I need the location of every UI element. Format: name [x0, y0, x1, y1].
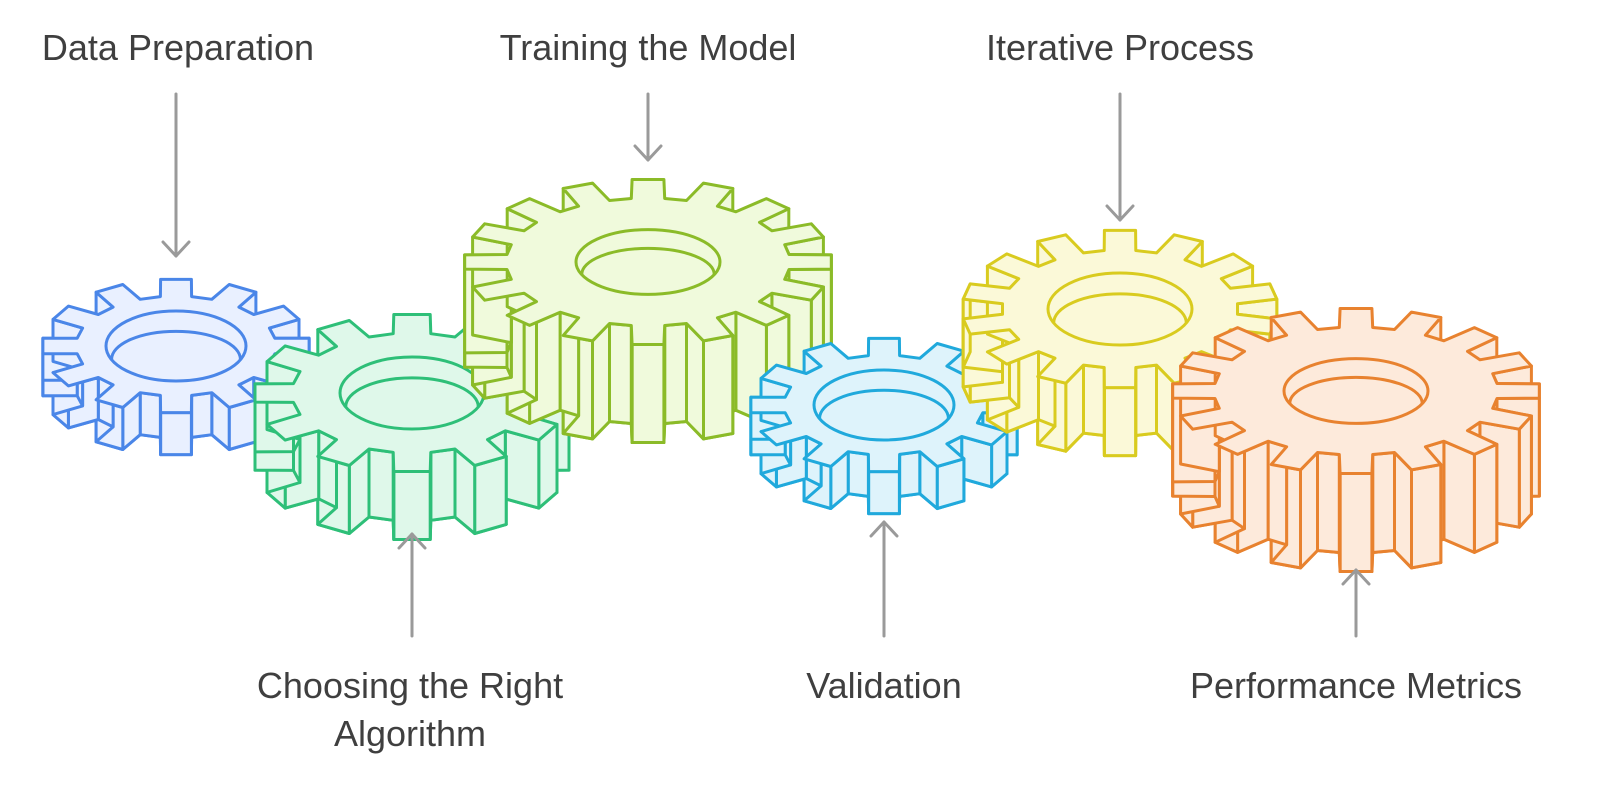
gear-side-wall: [1517, 414, 1533, 529]
gear-side-wall: [1134, 363, 1158, 437]
arrow-performance-metrics: [1341, 568, 1371, 638]
gear-side-wall: [1393, 451, 1413, 570]
label-iterative-process: Iterative Process: [985, 27, 1255, 68]
arrow-validation: [869, 520, 899, 638]
gear-side-wall: [138, 391, 162, 439]
gear-side-wall: [1442, 439, 1476, 554]
gear-hole-rim: [110, 329, 242, 360]
arrow-training-model: [633, 92, 663, 162]
gear-hole-rim: [818, 388, 950, 419]
gear-hole: [104, 309, 248, 383]
gear-side-wall: [473, 454, 508, 535]
gears-layer: [41, 178, 1541, 573]
gear-side-wall: [503, 429, 541, 510]
gear-side-wall: [1371, 451, 1396, 554]
gear-side-wall: [1472, 442, 1499, 554]
gear-hole: [812, 368, 956, 442]
gear-side-wall: [429, 447, 457, 522]
gear-side-wall: [1338, 472, 1374, 573]
gear-hole: [1282, 357, 1430, 425]
gear-hole: [338, 355, 486, 431]
gear-side-wall: [685, 322, 705, 441]
gear-side-wall: [367, 447, 395, 522]
gear-side-wall: [1299, 451, 1319, 570]
arrow-iterative-process: [1105, 92, 1135, 222]
label-data-preparation: Data Preparation: [41, 27, 315, 68]
gear-side-wall: [846, 450, 870, 498]
gear-side-wall: [608, 322, 633, 425]
gear-side-wall: [702, 334, 735, 441]
gear-side-wall: [630, 343, 666, 444]
label-training-model: Training the Model: [499, 27, 797, 68]
label-validation: Validation: [806, 665, 962, 706]
gear-side-wall: [190, 391, 214, 439]
gear-validation: [749, 336, 1019, 516]
gear-side-wall: [663, 322, 688, 425]
label-choosing-algorithm: Choosing the Right Algorithm: [256, 665, 564, 754]
gear-training-model: [463, 178, 833, 444]
gear-hole: [574, 228, 722, 296]
gear-side-wall: [1102, 386, 1138, 458]
gear-side-wall: [392, 470, 432, 541]
gear-side-wall: [591, 322, 611, 441]
arrows-layer: [161, 92, 1371, 638]
gear-side-wall: [898, 450, 922, 498]
gear-performance-metrics: [1171, 307, 1541, 573]
gear-side-wall: [159, 411, 193, 457]
gear-side-wall: [1316, 451, 1341, 554]
gear-side-wall: [1410, 463, 1443, 570]
arrow-data-preparation: [161, 92, 191, 258]
gear-side-wall: [1082, 363, 1106, 437]
label-performance-metrics: Performance Metrics: [1189, 665, 1523, 706]
gear-side-wall: [867, 470, 901, 516]
gear-hole-rim: [344, 376, 480, 407]
arrow-choosing-algorithm: [397, 532, 427, 638]
gear-hole-rim: [1288, 375, 1424, 404]
gear-hole: [1046, 271, 1194, 347]
gear-hole-rim: [580, 246, 716, 275]
gear-hole-rim: [1052, 292, 1188, 323]
